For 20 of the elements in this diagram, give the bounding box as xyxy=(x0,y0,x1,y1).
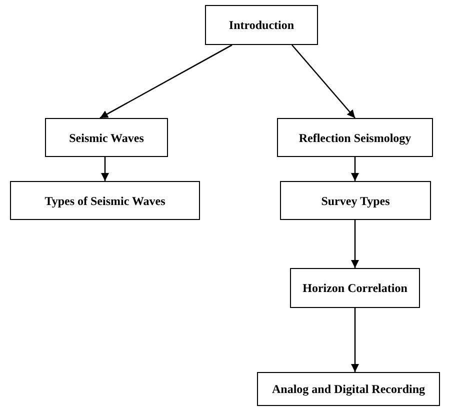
box-label: Reflection Seismology xyxy=(298,130,412,146)
process-box xyxy=(205,5,318,45)
process-box xyxy=(257,372,440,406)
process-box xyxy=(290,268,420,308)
box-label: Analog and Digital Recording xyxy=(272,381,425,398)
box-label: Seismic Waves xyxy=(69,130,144,146)
process-box xyxy=(45,118,168,157)
arrow xyxy=(101,157,109,181)
arrow xyxy=(100,44,232,119)
arrow xyxy=(351,157,359,181)
box-label: Survey Types xyxy=(321,192,390,210)
process-box xyxy=(280,181,431,220)
process-box xyxy=(10,181,200,220)
box-label: Types of Seismic Waves xyxy=(44,192,166,210)
box-label: Horizon Correlation xyxy=(302,280,408,297)
arrow xyxy=(292,44,356,118)
process-box xyxy=(277,118,433,157)
box-label: Introduction xyxy=(228,17,294,34)
arrow xyxy=(351,308,359,372)
arrow xyxy=(351,220,359,268)
